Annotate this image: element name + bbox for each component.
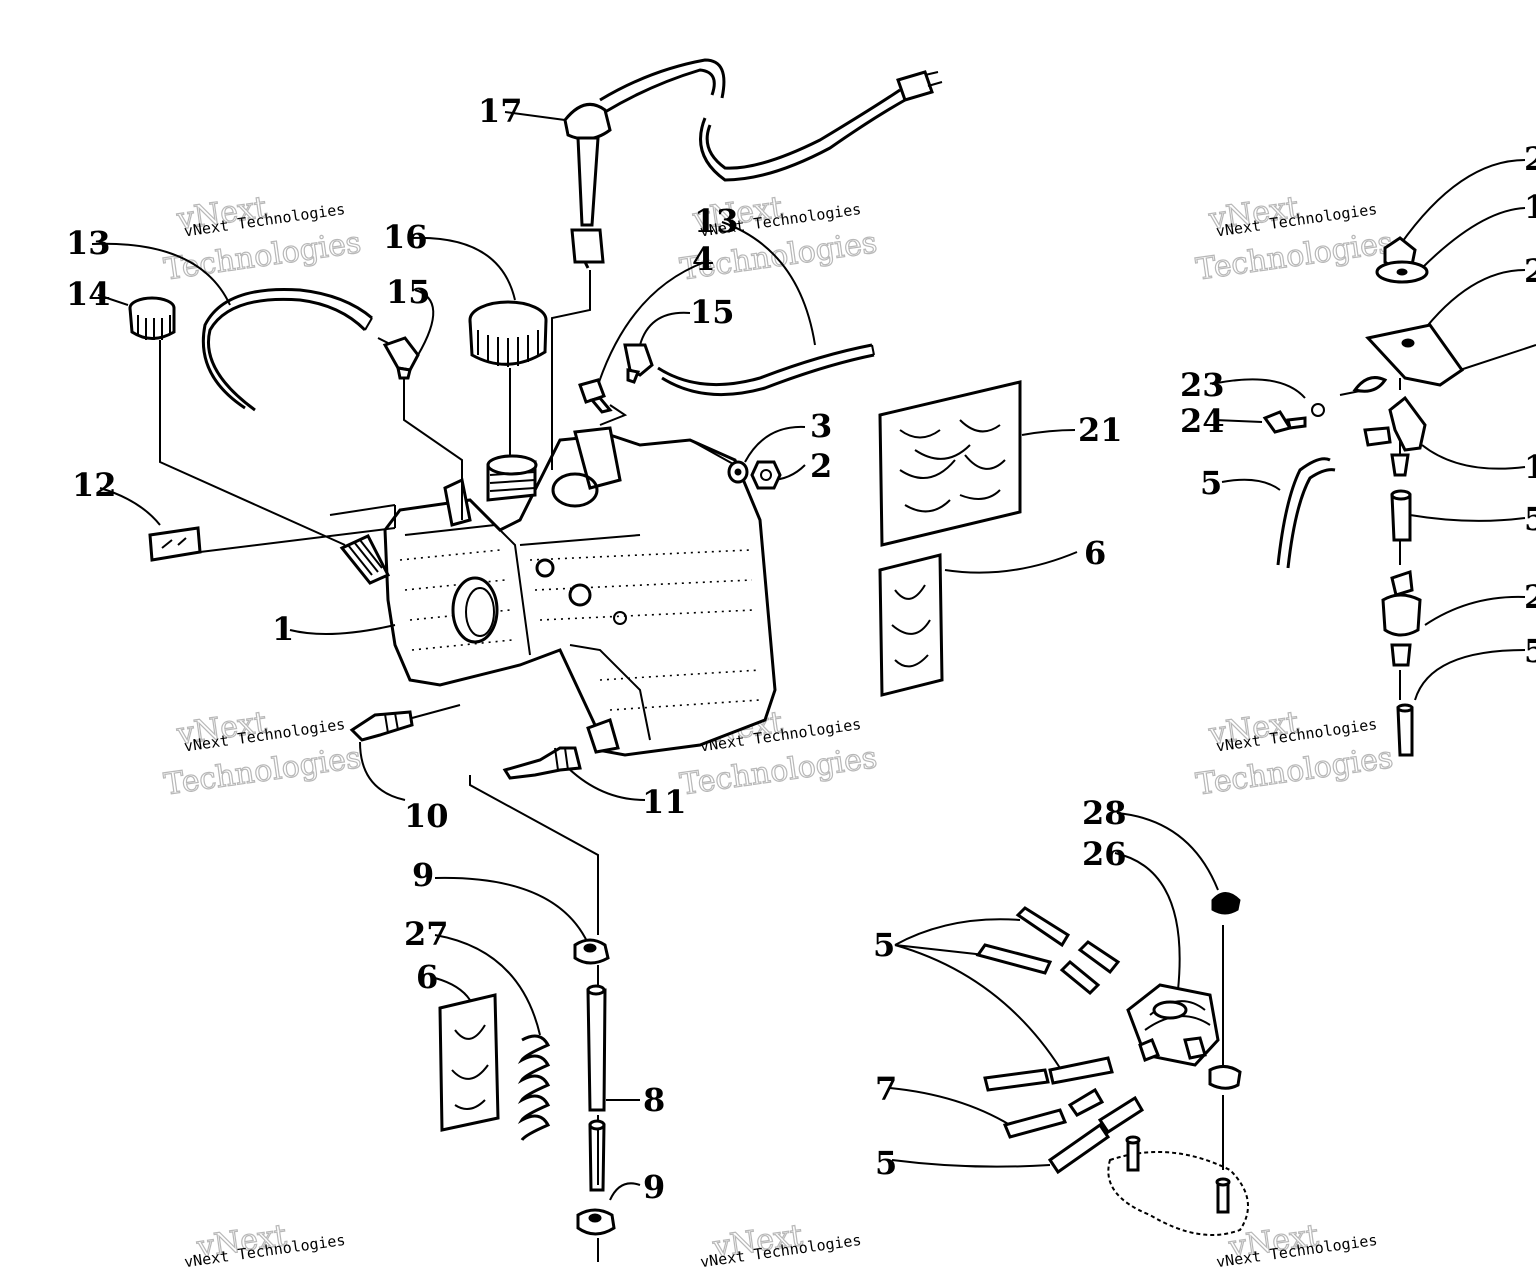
oil-hose: [657, 343, 875, 397]
watermark: vNext vNext Technologies: [1215, 1217, 1378, 1271]
oil-line-tube: [586, 984, 607, 1192]
cap-nut: [1211, 892, 1241, 915]
callout-5: 5: [873, 926, 895, 964]
hose-fitting: [502, 746, 582, 780]
callout-15: 15: [386, 273, 431, 311]
watermark-group: vNext vNext Technologies Technologies vN…: [161, 189, 1396, 1271]
watermark: vNext vNext Technologies Technologies: [1193, 704, 1396, 803]
callout-28: 28: [1082, 794, 1127, 832]
hose-fitting: [349, 710, 414, 742]
filter-pad: [878, 553, 944, 697]
callout-26: 26: [1082, 835, 1127, 873]
callout-9: 9: [643, 1168, 665, 1206]
callout-17: 17: [478, 92, 523, 130]
pump-gasket: [1107, 1135, 1249, 1236]
watermark: vNext vNext Technologies: [183, 1217, 346, 1271]
callout-3: 3: [810, 407, 832, 445]
oil-injection-pump: [1126, 983, 1242, 1090]
vent-hose: [201, 287, 373, 412]
callout-6: 6: [416, 958, 438, 996]
callout-16: 16: [383, 218, 428, 256]
callout-right-1: 1: [1524, 448, 1536, 486]
callout-13: 13: [694, 202, 739, 240]
screw: [578, 378, 613, 414]
callout-27: 27: [404, 915, 449, 953]
decal-label: [148, 526, 202, 562]
callout-23: 23: [1180, 366, 1225, 404]
elbow-fitting: [377, 336, 420, 380]
callout-4: 4: [692, 240, 714, 278]
callout-21: 21: [1078, 411, 1123, 449]
callout-9: 9: [412, 856, 434, 894]
watermark: vNext vNext Technologies Technologies: [1193, 189, 1396, 288]
callout-13: 13: [66, 224, 111, 262]
callout-24: 24: [1180, 402, 1225, 440]
callout-11: 11: [642, 783, 687, 821]
hose-clamp: [576, 1208, 616, 1236]
grommet: [128, 296, 176, 340]
callout-1: 1: [272, 610, 294, 648]
callout-right-2: 2: [1524, 140, 1536, 178]
callout-right-2: 2: [1524, 578, 1536, 616]
washer: [727, 460, 749, 484]
watermark: vNext vNext Technologies: [699, 1217, 862, 1271]
callout-5: 5: [1200, 464, 1222, 502]
callout-6: 6: [1084, 534, 1106, 572]
oil-tank: [339, 426, 777, 757]
callout-7: 7: [875, 1070, 897, 1108]
callout-right-1: 1: [1524, 188, 1536, 226]
elbow-fitting: [623, 343, 654, 384]
filter-pad: [438, 993, 500, 1132]
check-valve-assembly: [1262, 236, 1465, 757]
hose-clamp: [573, 938, 610, 965]
watermark: vNext vNext Technologies Technologies: [161, 189, 364, 288]
pump-hoses: [975, 906, 1145, 1175]
callout-5: 5: [875, 1144, 897, 1182]
oil-level-sensor: [563, 58, 943, 269]
spring: [517, 1034, 551, 1141]
callout-14: 14: [66, 275, 111, 313]
callout-2: 2: [810, 447, 832, 485]
callout-right-5: 5: [1524, 500, 1536, 538]
leader-lines: [91, 111, 1536, 1262]
callout-8: 8: [643, 1081, 665, 1119]
parts: [128, 58, 1465, 1236]
callout-15: 15: [690, 293, 735, 331]
oil-filler-cap: [468, 300, 548, 367]
filter-pad-large: [878, 380, 1022, 547]
callout-labels: 17 16 13 14 15 12 1 13 4 15 3 2 21 6 10 …: [66, 92, 1536, 1206]
nut: [750, 460, 782, 490]
callout-10: 10: [404, 797, 449, 835]
watermark: vNext vNext Technologies Technologies: [161, 704, 364, 803]
callout-right-2: 2: [1524, 252, 1536, 290]
callout-right-5: 5: [1524, 632, 1536, 670]
callout-12: 12: [72, 466, 117, 504]
